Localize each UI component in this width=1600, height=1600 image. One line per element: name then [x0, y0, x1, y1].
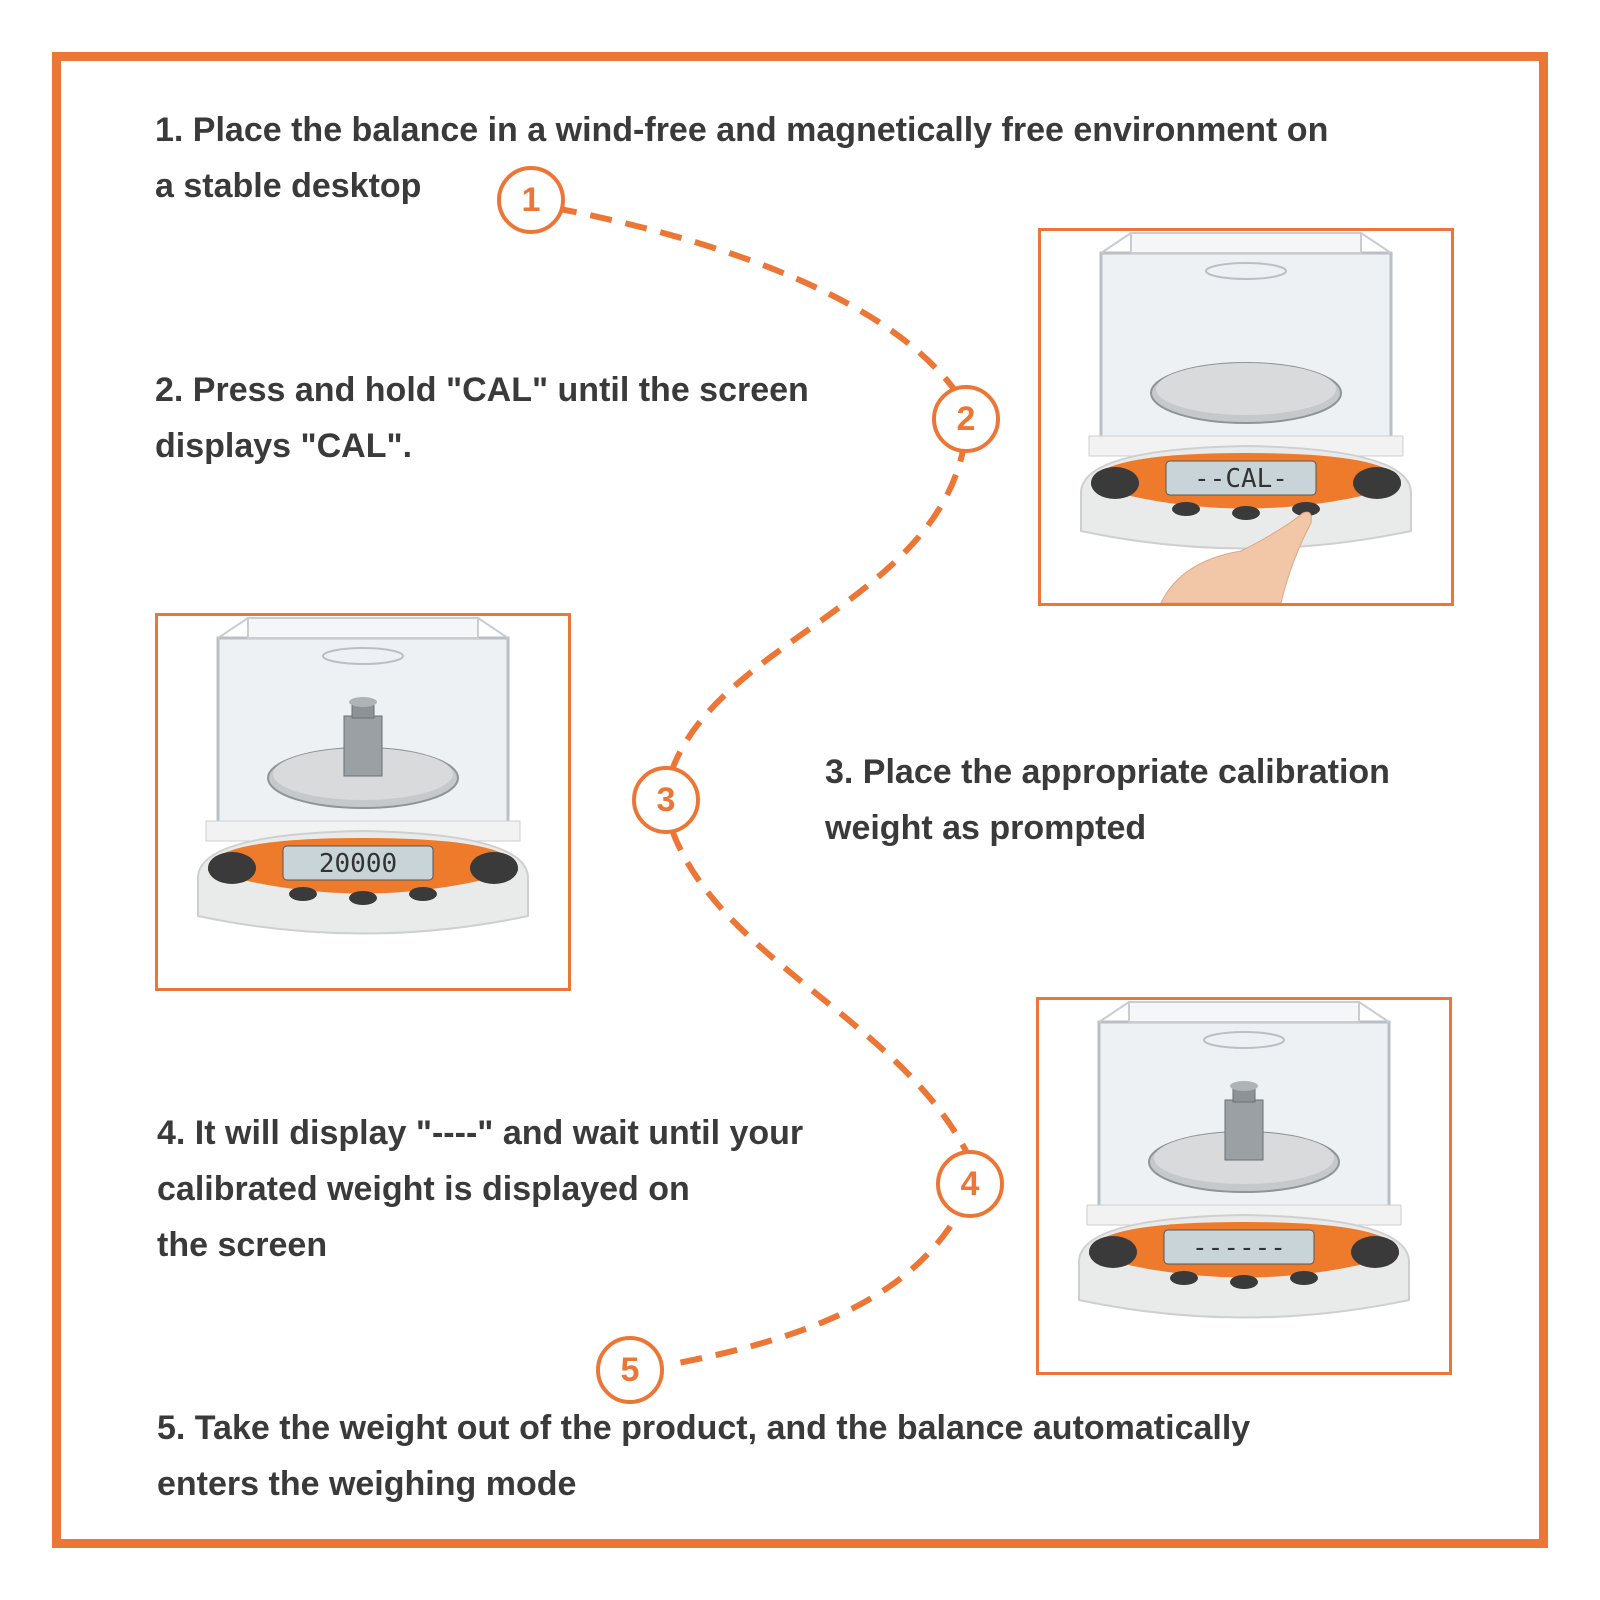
- balance-cal-photo: --CAL-: [1038, 228, 1454, 606]
- step-5-badge: 5: [596, 1336, 664, 1404]
- weight-display: 20000: [319, 849, 397, 879]
- balance-weight-photo: 20000: [155, 613, 571, 991]
- step-5-text: 5. Take the weight out of the product, a…: [157, 1409, 1251, 1503]
- cal-display: --CAL-: [1194, 464, 1288, 494]
- step-2-badge: 2: [932, 385, 1000, 453]
- step-3-badge: 3: [632, 766, 700, 834]
- step-1-text: 1. Place the balance in a wind-free and …: [155, 111, 1329, 205]
- step-1-badge: 1: [497, 166, 565, 234]
- step-3-text: 3. Place the appropriate calibration wei…: [825, 753, 1390, 847]
- wait-display: ------: [1192, 1233, 1286, 1263]
- step-2-text: 2. Press and hold "CAL" until the screen…: [155, 371, 809, 465]
- step-4-text: 4. It will display "----" and wait until…: [157, 1114, 804, 1264]
- balance-wait-photo: ------: [1036, 997, 1452, 1375]
- step-4-badge: 4: [936, 1150, 1004, 1218]
- instruction-frame: [52, 52, 1548, 1548]
